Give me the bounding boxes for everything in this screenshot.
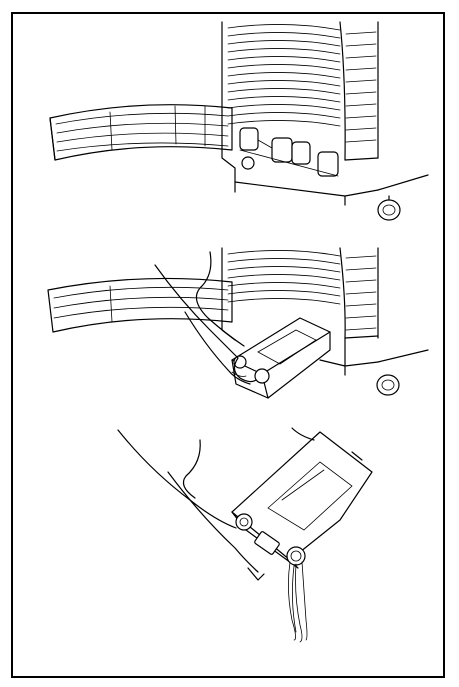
tank-cap xyxy=(254,368,270,384)
dehumidifier-body xyxy=(221,21,429,221)
caster-left xyxy=(241,156,255,170)
figure-border xyxy=(11,12,445,678)
hands xyxy=(117,427,363,581)
front-panel xyxy=(49,104,233,161)
water-stream xyxy=(288,561,308,643)
step-1-illustration xyxy=(49,21,429,221)
step-2-illustration xyxy=(47,247,429,399)
grille xyxy=(227,24,377,143)
front-panel xyxy=(47,277,233,333)
grille xyxy=(227,250,377,331)
step-3-illustration xyxy=(117,427,373,643)
water-tank xyxy=(231,317,331,399)
caster-right xyxy=(376,374,400,396)
water-tank xyxy=(231,431,373,569)
tank-bay xyxy=(239,127,339,177)
caster-right xyxy=(377,195,401,221)
hands xyxy=(154,251,257,385)
tank-valve xyxy=(254,531,280,555)
tank-cap xyxy=(235,513,253,531)
